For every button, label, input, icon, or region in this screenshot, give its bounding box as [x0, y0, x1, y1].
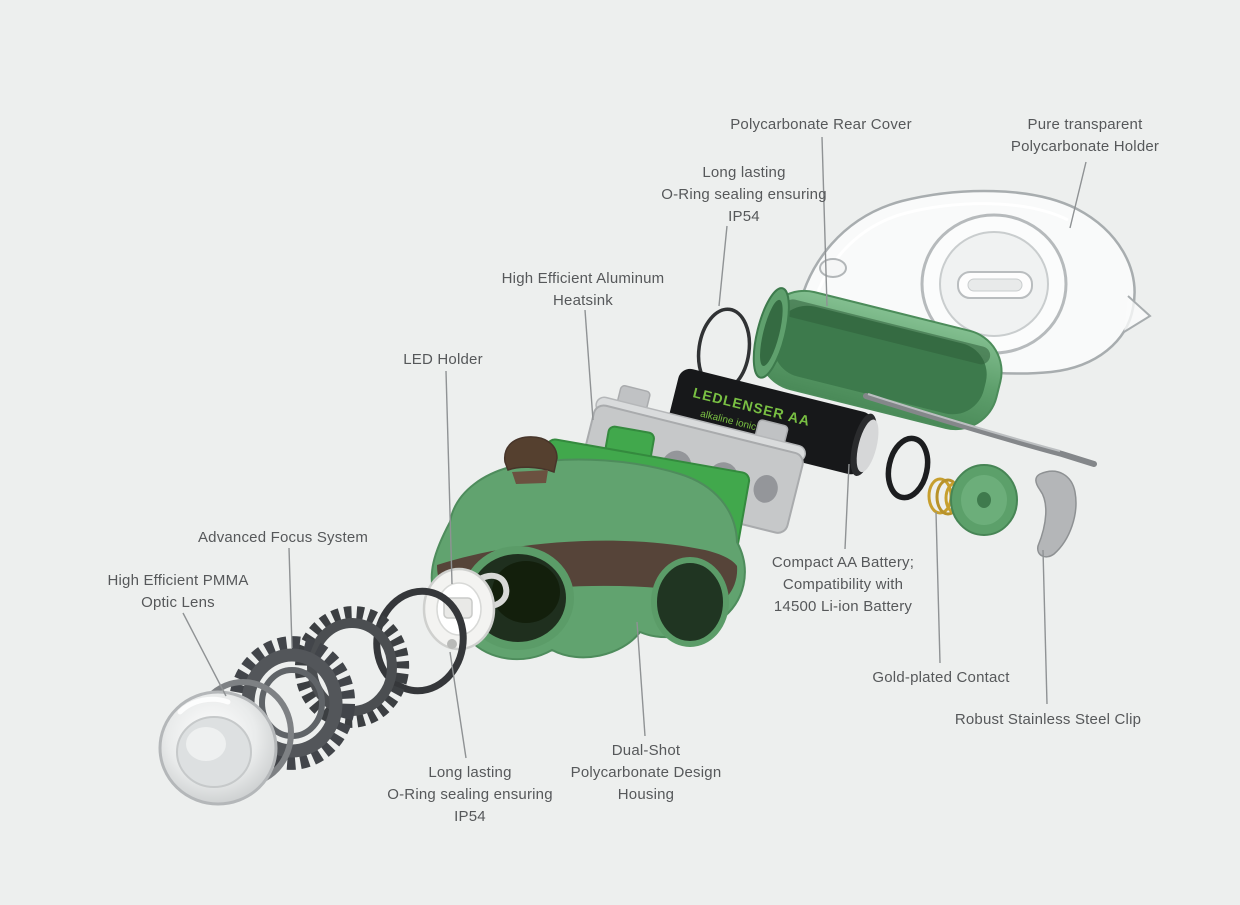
leader-clip: [1042, 549, 1048, 705]
contact-strip-part: [863, 393, 1097, 467]
leader-lines: [182, 136, 1087, 759]
label-focus-system: Advanced Focus System: [197, 529, 369, 546]
led-holder-part: [422, 567, 510, 651]
label-oring-bottom: Long lasting O-Ring sealing ensuring IP5…: [387, 764, 553, 825]
leader-heatsink: [584, 309, 594, 421]
battery-cradle-part: [752, 287, 1003, 431]
leader-housing: [636, 621, 646, 737]
leader-gold-contact: [935, 511, 941, 664]
leader-optic-lens: [182, 612, 227, 697]
label-rear-cover: Polycarbonate Rear Cover: [730, 116, 912, 133]
lens-part: [158, 679, 294, 806]
label-gold-contact: Gold-plated Contact: [872, 669, 1010, 686]
clip-part: [1035, 470, 1077, 558]
o-ring-rear-part: [885, 435, 931, 501]
housing-part: [430, 458, 746, 661]
leader-led-holder: [445, 370, 453, 585]
leader-focus-system: [288, 547, 293, 649]
label-led-holder: LED Holder: [403, 351, 483, 368]
leader-battery: [844, 463, 850, 550]
end-cap-part: [927, 464, 1018, 536]
label-heatsink: High Efficient Aluminum Heatsink: [501, 270, 665, 309]
label-holder: Pure transparent Polycarbonate Holder: [1010, 116, 1160, 155]
label-housing: Dual-Shot Polycarbonate Design Housing: [570, 742, 722, 803]
leader-holder: [1069, 161, 1087, 229]
leader-rear-cover: [821, 136, 828, 307]
label-battery: Compact AA Battery; Compatibility with 1…: [771, 554, 915, 615]
label-steel-clip: Robust Stainless Steel Clip: [954, 711, 1142, 728]
leader-oring-top: [718, 225, 728, 307]
leader-oring-bottom: [449, 651, 467, 759]
label-oring-top: Long lasting O-Ring sealing ensuring IP5…: [661, 164, 827, 225]
label-optic-lens: High Efficient PMMA Optic Lens: [107, 572, 249, 611]
switch-button-part: [504, 436, 558, 484]
